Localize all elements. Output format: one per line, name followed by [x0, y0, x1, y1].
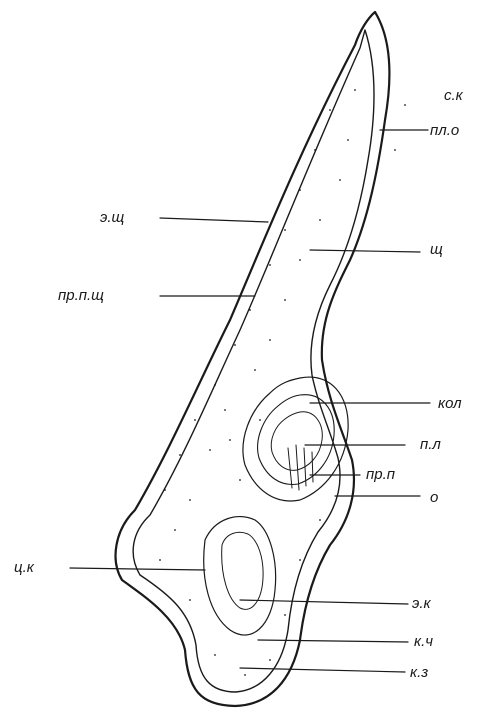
- label-pr-p: пр.п: [366, 467, 395, 482]
- label-sk: с.к: [444, 88, 463, 103]
- label-e-shch: э.щ: [100, 210, 124, 225]
- label-k-ch: к.ч: [414, 634, 433, 649]
- label-pr-p-shch: пр.п.щ: [58, 288, 104, 303]
- lower-loop-outer: [204, 517, 276, 635]
- label-shch: щ: [430, 242, 443, 257]
- label-kol: кол: [438, 396, 462, 411]
- label-pl-o: пл.о: [430, 123, 459, 138]
- colon-ring-2: [258, 395, 335, 485]
- outer-contour: [116, 12, 390, 706]
- label-e-k: э.к: [412, 596, 431, 611]
- stipple-dots: [159, 89, 406, 676]
- label-p-l: п.л: [420, 437, 441, 452]
- label-k-z: к.з: [410, 665, 428, 680]
- lower-loop-inner: [222, 532, 263, 609]
- label-o: о: [430, 490, 438, 505]
- label-ts-k: ц.к: [14, 560, 34, 575]
- inner-contour: [133, 30, 374, 692]
